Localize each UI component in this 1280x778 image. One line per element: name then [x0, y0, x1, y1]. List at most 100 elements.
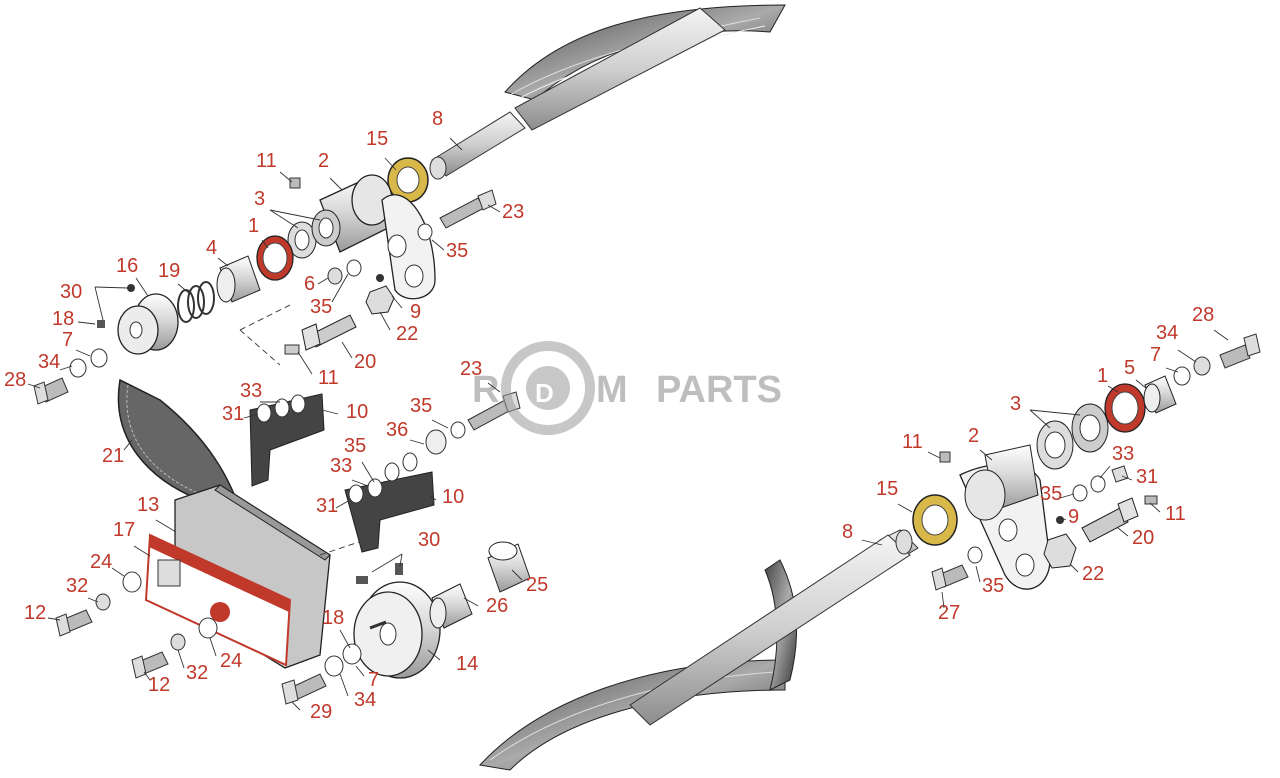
leader-line: [1099, 465, 1111, 479]
part-label-24: 24: [90, 551, 112, 573]
part-label-31: 31: [222, 403, 244, 425]
leader-line: [1117, 527, 1129, 537]
leader-line: [1059, 493, 1075, 499]
part-label-7: 7: [62, 329, 73, 351]
part-label-31: 31: [316, 495, 338, 517]
leader-line: [269, 209, 299, 229]
part-label-16: 16: [116, 255, 138, 277]
part-label-15: 15: [366, 128, 388, 150]
leader-line: [361, 461, 375, 483]
leader-line: [861, 539, 883, 546]
leader-line: [217, 257, 229, 267]
part-label-28: 28: [1192, 304, 1214, 326]
part-label-20: 20: [354, 351, 376, 373]
part-label-3: 3: [254, 188, 265, 210]
leader-line: [75, 349, 91, 357]
part-label-30: 30: [60, 281, 82, 303]
spacer-4-top: [216, 255, 261, 303]
seal-1-top: [256, 235, 294, 281]
part-label-9: 9: [1068, 506, 1079, 528]
leader-line: [1135, 379, 1147, 389]
pulley-16: [117, 293, 179, 355]
leader-line: [111, 567, 125, 577]
leader-line: [339, 673, 349, 697]
part-label-24: 24: [220, 650, 242, 672]
part-label-2: 2: [318, 150, 329, 172]
leader-line: [1165, 367, 1179, 373]
leader-line: [94, 286, 104, 321]
leader-line: [487, 382, 501, 393]
leader-line: [243, 413, 259, 419]
leader-line: [94, 286, 129, 289]
leader-line: [1107, 385, 1119, 393]
part-label-10: 10: [442, 486, 464, 508]
part-label-34: 34: [354, 689, 376, 711]
part-label-33: 33: [330, 455, 352, 477]
leader-line: [47, 617, 61, 621]
small-parts-lower-left: [55, 563, 403, 705]
bolt-23-top: [439, 189, 497, 229]
watermark-logo: R D M PARTS: [472, 341, 782, 435]
leader-line: [291, 701, 301, 711]
leader-line: [979, 449, 993, 461]
leader-line: [409, 439, 425, 445]
leader-line: [269, 209, 321, 221]
leader-line: [897, 503, 913, 513]
part-label-20: 20: [1132, 527, 1154, 549]
part-label-2: 2: [968, 425, 979, 447]
pulley-14: [353, 581, 441, 679]
leader-line: [177, 283, 191, 295]
leader-line: [143, 671, 151, 681]
part-label-21: 21: [102, 445, 124, 467]
bolt-20-right: [1081, 497, 1139, 543]
part-label-33: 33: [240, 380, 262, 402]
spring-19: [177, 281, 215, 323]
leader-line: [399, 553, 403, 567]
leader-line: [123, 439, 133, 451]
part-label-26: 26: [486, 595, 508, 617]
part-label-3: 3: [1010, 393, 1021, 415]
part-label-32: 32: [66, 575, 88, 597]
leader-line: [331, 273, 349, 303]
small-parts-top-left: [33, 177, 301, 405]
spacer-5-right: [1143, 375, 1177, 414]
leader-line: [1213, 329, 1229, 341]
part-label-7: 7: [1150, 344, 1161, 366]
leader-line: [87, 597, 99, 603]
part-label-1: 1: [1097, 365, 1108, 387]
part-label-11: 11: [318, 367, 339, 389]
leader-line: [27, 383, 41, 389]
leader-line: [297, 351, 313, 375]
bushings-25-26: [429, 541, 531, 629]
part-label-19: 19: [158, 260, 180, 282]
leader-line: [1069, 563, 1079, 573]
dashed-guide-mid: [319, 539, 366, 556]
part-label-12: 12: [148, 674, 170, 696]
leader-line: [59, 365, 73, 371]
part-label-22: 22: [1082, 563, 1104, 585]
part-label-18: 18: [52, 308, 74, 330]
part-label-22: 22: [396, 323, 418, 345]
leader-line: [335, 499, 351, 509]
part-label-13: 13: [137, 494, 159, 516]
leader-line: [431, 239, 445, 251]
leader-line: [1177, 349, 1197, 363]
leader-line: [927, 451, 941, 459]
leader-line: [511, 569, 523, 581]
leader-line: [351, 479, 369, 487]
leader-line: [339, 629, 351, 649]
leader-line: [384, 157, 397, 171]
leader-line: [379, 311, 391, 331]
bracket-10-upper: [249, 393, 325, 487]
part-label-7: 7: [368, 669, 379, 691]
leader-line: [77, 321, 96, 325]
leader-line: [391, 295, 403, 309]
leader-line: [975, 565, 981, 583]
nut-22-top: [365, 274, 395, 315]
part-label-8: 8: [432, 108, 443, 130]
leader-line: [1149, 502, 1161, 513]
part-label-28: 28: [4, 369, 26, 391]
part-label-11: 11: [256, 150, 277, 172]
part-label-23: 23: [460, 358, 482, 380]
